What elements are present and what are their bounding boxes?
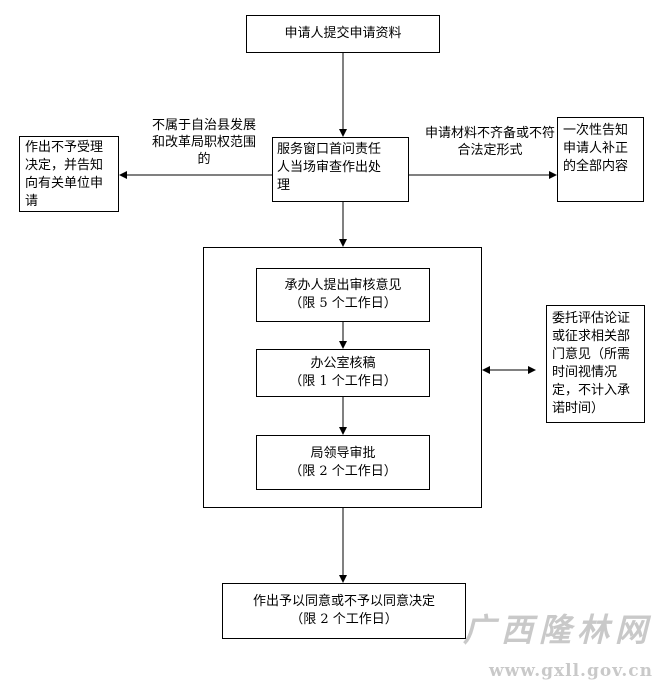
label-not-in-scope: 不属于自治县发展 和改革局职权范围 的 [138,117,270,168]
label-not-in-scope-line-3: 的 [197,152,211,167]
node-leader-line-1: 局领导审批 [310,445,376,461]
node-entrust-line-3: 门意见（所需 [552,347,631,362]
node-reject-line-1: 作出不予受理 [25,140,104,155]
node-review-line-1: 承办人提出审核意见 [284,278,402,293]
node-decision-line-2: （限 2 个工作日） [290,612,398,627]
node-leader: 局领导审批 （限 2 个工作日） [256,435,430,490]
node-submit: 申请人提交申请资料 [246,15,440,53]
node-entrust-line-1: 委托评估论证 [552,311,631,326]
node-notify-line-3: 的全部内容 [563,159,629,174]
node-leader-line-2: （限 2 个工作日） [289,463,397,479]
label-not-in-scope-line-2: 和改革局职权范围 [151,135,256,150]
node-reject: 作出不予受理 决定，并告知 向有关单位申 请 [19,136,119,212]
node-review-line-2: （限 5 个工作日） [289,296,397,311]
node-office: 办公室核稿 （限 1 个工作日） [256,349,430,397]
node-entrust-line-4: 时间视情况 [552,365,618,380]
label-incomplete-line-1: 申请材料不齐备或不符 [424,126,555,141]
node-notify: 一次性告知 申请人补正 的全部内容 [557,117,644,202]
node-decision: 作出予以同意或不予以同意决定 （限 2 个工作日） [222,583,466,639]
node-reject-line-2: 决定，并告知 [25,158,104,173]
watermark-url: www.gxll.gov.cn [489,661,653,681]
node-office-line-1: 办公室核稿 [310,356,376,371]
node-window-line-3: 理 [277,178,291,193]
node-submit-text: 申请人提交申请资料 [284,26,402,41]
node-notify-line-2: 申请人补正 [563,141,629,156]
node-window: 服务窗口首问责任 人当场审查作出处 理 [272,137,409,202]
node-entrust-line-2: 或征求相关部 [552,329,631,344]
node-entrust-line-6: 诺时间） [552,401,605,416]
label-incomplete: 申请材料不齐备或不符 合法定形式 [420,125,560,159]
node-reject-line-3: 向有关单位申 [25,176,104,191]
node-reject-line-4: 请 [25,194,39,209]
label-not-in-scope-line-1: 不属于自治县发展 [151,118,256,133]
node-window-line-2: 人当场审查作出处 [277,160,382,175]
review-frame [203,247,482,508]
node-decision-line-1: 作出予以同意或不予以同意决定 [252,594,435,609]
watermark-logo-text: 广西隆林网 [462,611,653,649]
node-office-line-2: （限 1 个工作日） [289,374,397,389]
node-window-line-1: 服务窗口首问责任 [277,142,382,157]
node-entrust: 委托评估论证 或征求相关部 门意见（所需 时间视情况 定，不计入承 诺时间） [546,305,645,423]
node-review: 承办人提出审核意见 （限 5 个工作日） [256,268,430,322]
label-incomplete-line-2: 合法定形式 [457,143,523,158]
node-notify-line-1: 一次性告知 [563,123,629,138]
node-entrust-line-5: 定，不计入承 [552,383,631,398]
